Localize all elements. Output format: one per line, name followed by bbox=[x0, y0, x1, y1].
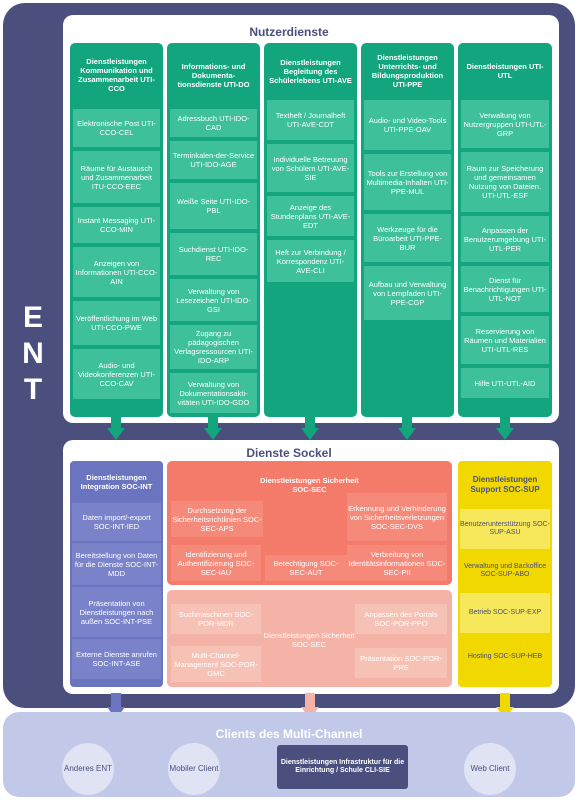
service-item: Verbreitung von Identitätsinformationen … bbox=[347, 545, 447, 581]
service-item: Elektronische Post UTI-CCO-CEL bbox=[73, 109, 160, 147]
arrow-down-icon bbox=[107, 428, 125, 440]
service-item: Benutzerunterstützung SOC-SUP-ASU bbox=[460, 509, 550, 549]
service-item: Instant Messaging UTI-CCO-MIN bbox=[73, 207, 160, 243]
portal-box: Suchmaschinen SOC-POR-MDR Dienstleistung… bbox=[167, 590, 452, 687]
service-item: Dienst für Benachrichtigungen UTI-UTL-NO… bbox=[461, 266, 549, 312]
service-item: Identifizierung und Authentifizierung SO… bbox=[171, 545, 261, 581]
service-item: Präsentation SOC-POR-PRE bbox=[355, 648, 447, 678]
security-box: Dienstleistungen Sicherheit SOC-SEC Durc… bbox=[167, 461, 452, 585]
service-item: Betrieb SOC-SUP-EXP bbox=[460, 593, 550, 633]
portal-head: Dienstleistungen Sicherheit SOC-SEC bbox=[263, 631, 355, 649]
service-item: Veröffentlichung im Web UTI-CCO-PWE bbox=[73, 301, 160, 345]
client-mobile: Mobiler Client bbox=[168, 743, 220, 795]
arrow-stem bbox=[500, 693, 510, 707]
ent-label: E N T bbox=[12, 300, 54, 408]
service-item: Reservierung von Räumen und Materialien … bbox=[461, 316, 549, 364]
service-item: Anpassen des Portals SOC-POR-PPO bbox=[355, 604, 447, 634]
ent-letter: N bbox=[22, 337, 44, 370]
client-infrastructure: Dienstleistungen Infrastruktur für die E… bbox=[277, 745, 408, 789]
column-head: Informations- und Dokumenta-tionsdienste… bbox=[170, 46, 257, 104]
service-item: Multi-Channel-Management SOC-POR-GMC bbox=[171, 646, 261, 682]
service-item: Anpassen der Benutzerumgebung UTI-UTL-PE… bbox=[461, 216, 549, 262]
service-item: Suchmaschinen SOC-POR-MDR bbox=[171, 604, 261, 634]
service-item: Werkzeuge für die Büroarbeit UTI-PPE-BUR bbox=[364, 214, 451, 262]
service-item: Externe Dienste anrufen SOC-INT-ASE bbox=[72, 639, 161, 679]
service-item: Zugang zu pädagogischen Verlagsressource… bbox=[170, 325, 257, 369]
service-item: Verwaltung von Dokumentationsakti-vitäte… bbox=[170, 373, 257, 413]
arrow-stem bbox=[500, 416, 510, 428]
service-item: Anzeige des Stundenplans UTI-AVE-EDT bbox=[267, 196, 354, 236]
service-item: Verwaltung und Backoffice SOC-SUP-ABO bbox=[460, 551, 550, 591]
arrow-stem bbox=[111, 416, 121, 428]
column-head: Dienstleistungen UTI-UTL bbox=[461, 46, 549, 96]
column-head: Dienstleistungen Support SOC-SUP bbox=[470, 475, 540, 494]
service-item: Aufbau und Verwaltung von Lernpfaden UTI… bbox=[364, 266, 451, 320]
arrow-stem bbox=[111, 693, 121, 707]
service-item: Adressbuch UTI-IDO-CAD bbox=[170, 109, 257, 137]
client-web: Web Client bbox=[464, 743, 516, 795]
service-item: Präsentation von Dienstleistungen nach a… bbox=[72, 587, 161, 637]
client-other-ent: Anderes ENT bbox=[62, 743, 114, 795]
integration-column: Dienstleistungen Integration SOC-INT Dat… bbox=[70, 461, 163, 687]
service-item: Suchdienst UTI-IDO-REC bbox=[170, 233, 257, 275]
arrow-down-icon bbox=[398, 428, 416, 440]
service-item: Berechtigung SOC-SEC-AUT bbox=[265, 555, 347, 581]
arrow-down-icon bbox=[496, 428, 514, 440]
security-head: Dienstleistungen Sicherheit SOC-SEC bbox=[260, 476, 359, 494]
arrow-down-icon bbox=[204, 428, 222, 440]
service-item: Weiße Seite UTI-IDO-PBL bbox=[170, 183, 257, 229]
service-item: Verwaltung von Lesezeichen UTI-IDO-GSI bbox=[170, 279, 257, 321]
service-item: Hilfe UTI-UTL-AID bbox=[461, 368, 549, 398]
service-item: Textheft / Journalheft UTI-AVE-CDT bbox=[267, 100, 354, 140]
service-item: Raum zur Speicherung und gemeinsamen Nut… bbox=[461, 152, 549, 212]
service-column-ppe: Dienstleistungen Unterrichts- und Bildun… bbox=[361, 43, 454, 417]
clients-title: Clients des Multi-Channel bbox=[215, 727, 363, 741]
service-item: Tools zur Erstellung von Multimedia-Inha… bbox=[364, 154, 451, 210]
nutzerdienste-title: Nutzerdienste bbox=[249, 25, 329, 39]
service-item: Erkennung und Verhinderung von Sicherhei… bbox=[347, 493, 447, 541]
column-head: Dienstleistungen Unterrichts- und Bildun… bbox=[364, 46, 451, 96]
column-head: Dienstleistungen Begleitung des Schülerl… bbox=[267, 46, 354, 96]
service-item: Terminkalen-der-Service UTI-IDO-AGE bbox=[170, 141, 257, 179]
service-item: Heft zur Verbindung / Korrespondenz UTI-… bbox=[267, 240, 354, 282]
service-item: Hosting SOC-SUP-HEB bbox=[460, 635, 550, 679]
service-item: Räume für Austausch und Zusammenarbeit I… bbox=[73, 151, 160, 203]
arrow-stem bbox=[305, 693, 315, 707]
ent-letter: E bbox=[22, 301, 43, 334]
support-column: Dienstleistungen Support SOC-SUP Benutze… bbox=[458, 461, 552, 687]
service-column-utl: Dienstleistungen UTI-UTL Verwaltung von … bbox=[458, 43, 552, 417]
service-column-ave: Dienstleistungen Begleitung des Schülerl… bbox=[264, 43, 357, 417]
arrow-stem bbox=[402, 416, 412, 428]
service-item: Audio- und Videokonferenzen UTI-CCO-CAV bbox=[73, 349, 160, 399]
service-item: Daten import/-export SOC-INT-IED bbox=[72, 503, 161, 541]
column-head: Dienstleistungen Kommunikation und Zusam… bbox=[73, 46, 160, 104]
service-item: Audio- und Video-Tools UTI-PPE-OAV bbox=[364, 100, 451, 150]
service-column-cco: Dienstleistungen Kommunikation und Zusam… bbox=[70, 43, 163, 417]
arrow-stem bbox=[305, 416, 315, 428]
arrow-stem bbox=[208, 416, 218, 428]
arrow-down-icon bbox=[301, 428, 319, 440]
service-item: Individuelle Betreuung von Schülern UTI-… bbox=[267, 144, 354, 192]
service-item: Durchsetzung der Sicherheitsrichtlinien … bbox=[171, 501, 263, 537]
column-head: Dienstleistungen Integration SOC-INT bbox=[72, 463, 161, 501]
service-item: Anzeigen von Informationen UTI-CCO-AIN bbox=[73, 247, 160, 297]
service-column-ido: Informations- und Dokumenta-tionsdienste… bbox=[167, 43, 260, 417]
sockel-title: Dienste Sockel bbox=[246, 446, 332, 460]
service-item: Verwaltung von Nutzergruppen UTI-UTL-GRP bbox=[461, 100, 549, 148]
service-item: Bereitstellung von Daten für die Dienste… bbox=[72, 543, 161, 585]
ent-letter: T bbox=[23, 373, 43, 406]
